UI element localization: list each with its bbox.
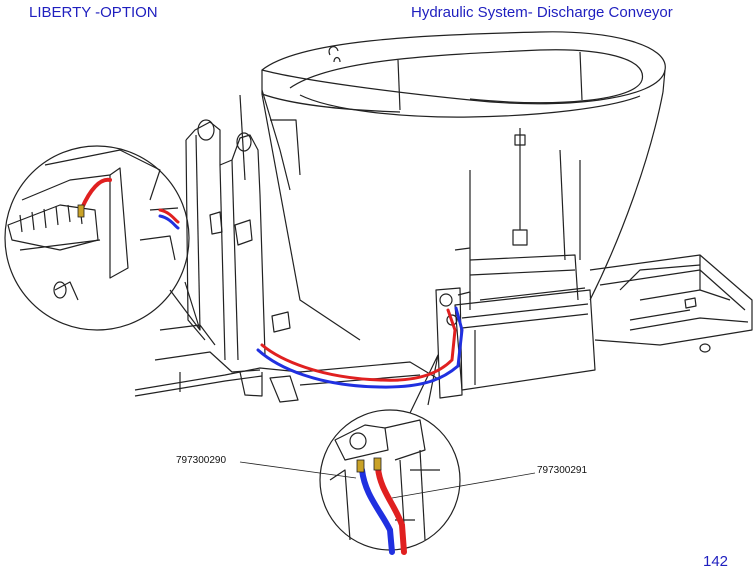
leader-line-part-797300291 — [391, 472, 536, 499]
fitting-icon — [373, 457, 382, 471]
leader-line-part-797300290 — [239, 461, 357, 479]
detail-pressure-hose-lower — [375, 465, 407, 555]
chassis-base — [134, 324, 441, 403]
rear-frame — [589, 254, 753, 353]
detail-pressure-hose — [80, 177, 112, 210]
mixer-tub — [261, 31, 666, 341]
fitting-icon — [356, 459, 365, 473]
pressure-hose — [260, 308, 457, 382]
discharge-conveyor — [435, 247, 596, 399]
detail-view-valve-block — [4, 145, 201, 331]
return-hose — [256, 306, 464, 389]
part-number-label-right: 797300291 — [537, 465, 588, 476]
document-title-right: Hydraulic System- Discharge Conveyor — [411, 4, 673, 21]
document-title-left: LIBERTY -OPTION — [29, 4, 158, 21]
part-number-label-left: 797300290 — [176, 455, 227, 466]
front-frame — [185, 89, 301, 361]
fitting-icon — [77, 204, 85, 218]
page-number: 142 — [703, 553, 729, 570]
detail-return-hose — [158, 214, 180, 230]
detail-return-hose-lower — [359, 467, 395, 555]
